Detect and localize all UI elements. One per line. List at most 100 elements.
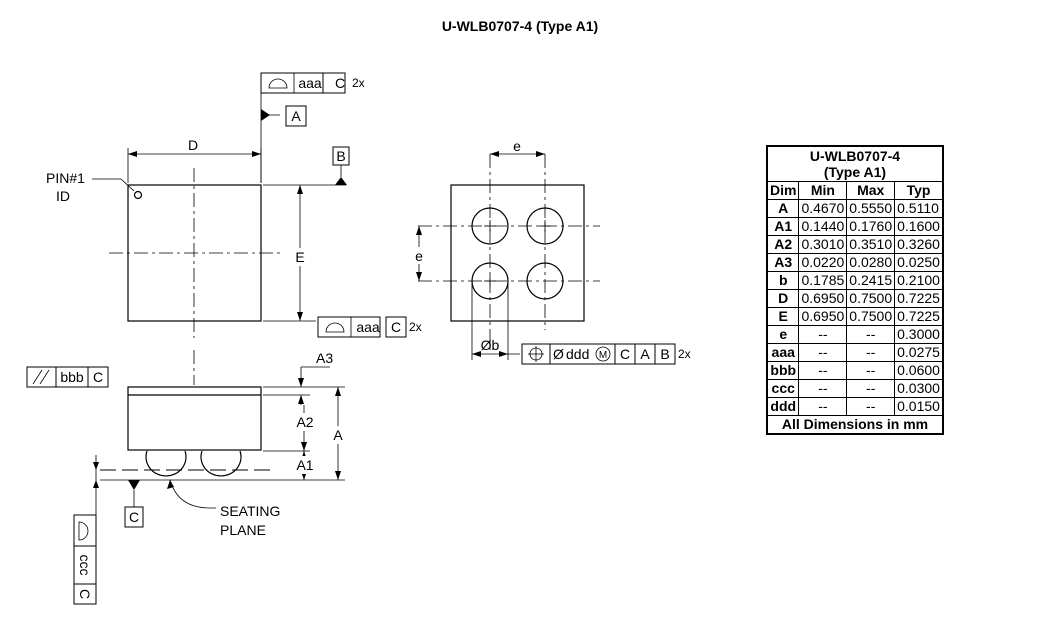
- table-cell-value: 0.0300: [894, 379, 944, 398]
- fcf-position-tol: ddd: [566, 346, 589, 362]
- ball-center-marks: [484, 220, 551, 287]
- table-title: U-WLB0707-4 (Type A1): [766, 145, 944, 182]
- table-cell-value: 0.0250: [894, 253, 944, 272]
- dim-A2-label: A2: [296, 414, 313, 430]
- fcf-profile-ref: C: [77, 589, 93, 599]
- table-header-row: Dim Min Max Typ: [766, 181, 944, 200]
- table-cell-value: 0.0600: [894, 361, 944, 380]
- dim-A3-label: A3: [316, 350, 333, 366]
- col-header-dim: Dim: [766, 181, 800, 200]
- table-title-line2: (Type A1): [823, 164, 887, 180]
- col-header-typ: Typ: [894, 181, 944, 200]
- table-cell-dim: b: [766, 271, 800, 290]
- dim-A1-label: A1: [296, 457, 313, 473]
- table-cell-dim: A2: [766, 235, 800, 254]
- table-cell-value: 0.2415: [846, 271, 896, 290]
- profile-surface-icon: [268, 78, 288, 89]
- parallelism-icon: [32, 369, 43, 385]
- table-cell-value: 0.7225: [894, 289, 944, 308]
- fcf-right-ref: C: [391, 319, 401, 335]
- seating-plane-leader: [169, 479, 216, 509]
- datum-A-label: A: [291, 108, 301, 124]
- datum-A-triangle: [261, 109, 270, 121]
- table-cell-dim: E: [766, 307, 800, 326]
- profile-surface-icon: [325, 322, 345, 333]
- table-cell-dim: e: [766, 325, 800, 344]
- pin1-marker: [133, 190, 143, 200]
- table-row: ddd----0.0150: [766, 397, 944, 416]
- side-ball-2: [200, 450, 242, 477]
- table-cell-value: --: [798, 397, 848, 416]
- seating-label-line2: PLANE: [220, 522, 266, 538]
- table-cell-value: 0.7500: [846, 289, 896, 308]
- fcf-top-tol: aaa: [298, 75, 322, 91]
- table-cell-value: 0.0275: [894, 343, 944, 362]
- table-cell-value: 0.7500: [846, 307, 896, 326]
- datum-C-triangle: [128, 480, 140, 490]
- table-cell-value: 0.1440: [798, 217, 848, 236]
- table-cell-value: 0.3510: [846, 235, 896, 254]
- fcf-profile-tol: ccc: [77, 555, 93, 576]
- datum-C-box: [124, 506, 144, 528]
- table-cell-value: 0.7225: [894, 307, 944, 326]
- dim-e-left-label: e: [415, 248, 423, 264]
- table-footer: All Dimensions in mm: [766, 415, 944, 435]
- table-cell-value: --: [798, 379, 848, 398]
- table-cell-dim: ccc: [766, 379, 800, 398]
- dim-e-top-label: e: [513, 138, 521, 154]
- dim-A-label: A: [333, 427, 343, 443]
- table-cell-value: --: [846, 325, 896, 344]
- table-cell-value: --: [798, 361, 848, 380]
- table-cell-value: 0.3010: [798, 235, 848, 254]
- side-ball-1: [145, 450, 187, 477]
- table-cell-value: 0.2100: [894, 271, 944, 290]
- table-cell-dim: A: [766, 199, 800, 218]
- datum-B-label: B: [336, 148, 345, 164]
- table-cell-value: 0.4670: [798, 199, 848, 218]
- dim-D-label: D: [188, 137, 198, 153]
- table-cell-value: 0.3260: [894, 235, 944, 254]
- datum-C-label: C: [129, 509, 139, 525]
- dim-E-label: E: [295, 249, 304, 265]
- table-cell-dim: A1: [766, 217, 800, 236]
- table-cell-value: --: [846, 397, 896, 416]
- drawing-title: U-WLB0707-4 (Type A1): [442, 18, 598, 34]
- bottom-view-body: [450, 184, 585, 322]
- fcf-position-ref-1: C: [620, 346, 630, 362]
- table-cell-dim: A3: [766, 253, 800, 272]
- fcf-position-ref-3: B: [660, 346, 669, 362]
- table-title-line1: U-WLB0707-4: [809, 148, 901, 164]
- table-cell-value: 0.0150: [894, 397, 944, 416]
- col-header-min: Min: [798, 181, 848, 200]
- side-view: A3 A2 A1 A bbb C ccc C: [26, 350, 346, 605]
- table-cell-value: --: [846, 379, 896, 398]
- fcf-right-tol: aaa: [356, 319, 380, 335]
- side-view-body: [127, 386, 262, 451]
- table-cell-dim: aaa: [766, 343, 800, 362]
- table-row: aaa----0.0275: [766, 343, 944, 362]
- pin1-label-line1: PIN#1: [46, 170, 85, 186]
- table-row: bbb----0.0600: [766, 361, 944, 380]
- profile-surface-icon: [78, 521, 89, 541]
- table-cell-value: 0.1600: [894, 217, 944, 236]
- seating-label-line1: SEATING: [220, 503, 280, 519]
- fcf-position-dia: Ø: [553, 346, 564, 362]
- fcf-parallel-ref: C: [93, 369, 103, 385]
- table-cell-value: --: [846, 343, 896, 362]
- table-cell-value: 0.1760: [846, 217, 896, 236]
- datum-A-box: [285, 105, 307, 127]
- table-cell-value: 0.5110: [894, 199, 944, 218]
- table-cell-dim: D: [766, 289, 800, 308]
- pin1-label-line2: ID: [56, 188, 70, 204]
- table-cell-value: 0.0220: [798, 253, 848, 272]
- table-cell-value: --: [798, 325, 848, 344]
- table-cell-value: 0.3000: [894, 325, 944, 344]
